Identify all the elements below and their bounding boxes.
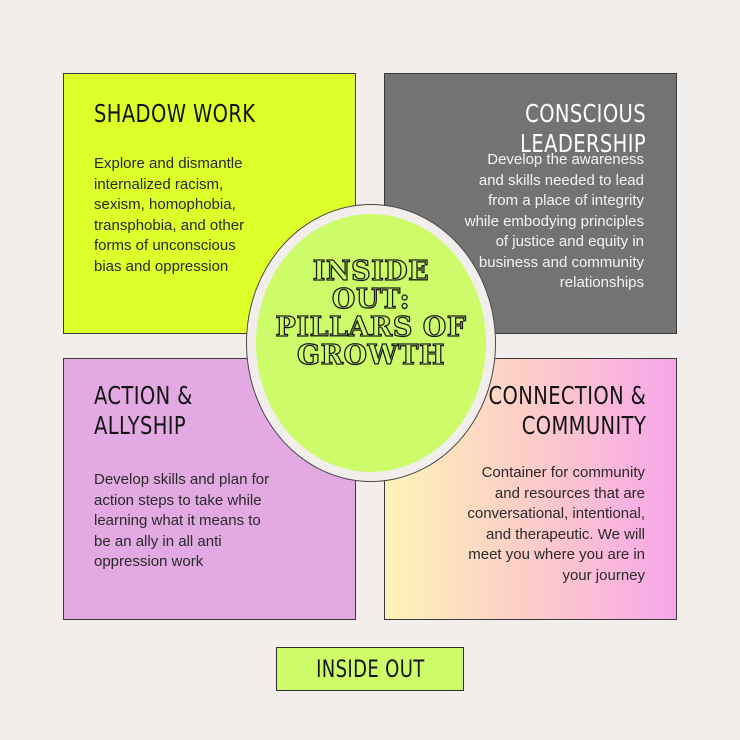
card-connection-community: CONNECTION & COMMUNITY Container for com… — [384, 358, 677, 620]
card-description: Container for community and resources th… — [467, 464, 645, 584]
inside-out-button-label: INSIDE OUT — [315, 655, 425, 683]
card-title: SHADOW WORK — [94, 99, 256, 128]
card-shadow-work: SHADOW WORK Explore and dismantle intern… — [63, 73, 356, 334]
inside-out-button[interactable]: INSIDE OUT — [276, 647, 464, 691]
card-description: Explore and dismantle internalized racis… — [94, 155, 245, 275]
card-action-allyship: ACTION & ALLYSHIP Develop skills and pla… — [63, 358, 356, 620]
card-title: CONNECTION & COMMUNITY — [488, 381, 646, 440]
center-title: INSIDE OUT: PILLARS OF GROWTH — [275, 256, 467, 371]
center-circle — [256, 214, 486, 472]
card-title: ACTION & ALLYSHIP — [94, 381, 193, 440]
card-title: CONSCIOUS LEADERSHIP — [520, 99, 646, 158]
card-description: Develop the awareness and skills needed … — [464, 151, 644, 291]
card-description: Develop skills and plan for action steps… — [94, 471, 270, 570]
